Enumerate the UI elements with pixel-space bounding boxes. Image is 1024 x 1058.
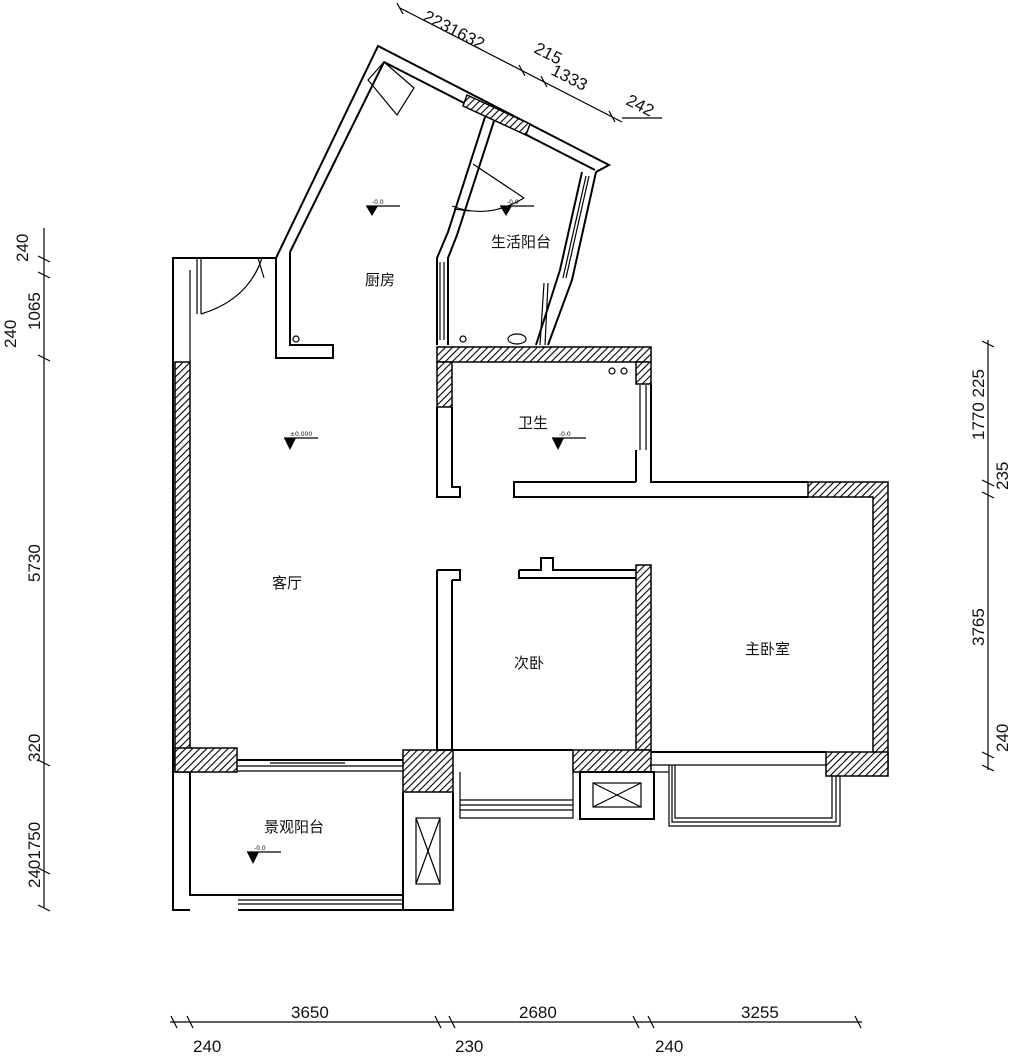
- ac-unit-box: [592, 782, 642, 808]
- dimension-chain-right: 1770 225 235 3765 240: [969, 340, 1012, 772]
- dim-right-2: 235: [993, 462, 1012, 490]
- level-mark-living-room: ±0.000: [284, 431, 318, 450]
- svg-text:±0.000: ±0.000: [290, 431, 312, 438]
- dim-bottom-6: 240: [655, 1037, 683, 1056]
- room-label-view-balcony: 景观阳台: [264, 818, 324, 836]
- room-label-bathroom: 卫生: [518, 414, 548, 432]
- fridge-box: [367, 61, 415, 117]
- kitchen-door-swing: [451, 197, 525, 212]
- dimension-chain-bottom: 3650 2680 3255 240 230 240: [170, 1003, 862, 1056]
- room-labels: 厨房 生活阳台 卫生 客厅 次卧 主卧室 景观阳台: [264, 233, 790, 836]
- dim-bottom-5: 230: [455, 1037, 483, 1056]
- entry-door-swing: [200, 257, 263, 315]
- level-markers: -0.0 -0.0 ±0.000 -0.0 -0.0: [247, 199, 586, 864]
- dim-right-1: 1770 225: [969, 369, 988, 440]
- dim-left-3: 240: [1, 320, 20, 348]
- svg-text:-0.0: -0.0: [254, 845, 266, 852]
- dimension-chain-top: 2231632 215 1333 242: [396, 2, 662, 123]
- dim-left-4: 5730: [25, 544, 44, 582]
- level-mark-bathroom: -0.0: [552, 431, 586, 450]
- dim-top-1: 2231632: [420, 7, 488, 54]
- svg-text:-0.0: -0.0: [559, 431, 571, 438]
- dim-bottom-4: 240: [193, 1037, 221, 1056]
- dim-bottom-1: 3650: [291, 1003, 329, 1022]
- svg-text:-0.0: -0.0: [507, 199, 519, 206]
- dimension-chain-left: 240 1065 240 5730 320 2401750: [1, 228, 51, 912]
- level-mark-view-balcony: -0.0: [247, 845, 281, 864]
- dim-bottom-3: 3255: [741, 1003, 779, 1022]
- dim-left-1: 240: [13, 234, 32, 262]
- dim-right-4: 240: [993, 724, 1012, 752]
- main-walls: [172, 257, 889, 911]
- kitchen-wing-walls: [275, 44, 612, 359]
- room-label-utility-balcony: 生活阳台: [491, 233, 551, 251]
- level-mark-kitchen: -0.0: [366, 199, 400, 216]
- dim-top-3: 1333: [548, 61, 590, 95]
- dim-top-4: 242: [623, 91, 657, 121]
- room-label-master-bedroom: 主卧室: [745, 640, 790, 658]
- dim-left-5: 320: [25, 734, 44, 762]
- room-label-kitchen: 厨房: [365, 271, 395, 289]
- master-right-wall-hatch: [807, 481, 889, 769]
- kitchen-window-hatch: [462, 93, 531, 137]
- svg-text:-0.0: -0.0: [372, 199, 384, 206]
- dim-left-6: 2401750: [25, 822, 44, 888]
- dim-bottom-2: 2680: [519, 1003, 557, 1022]
- level-mark-utility-balcony: -0.0: [500, 199, 534, 216]
- room-label-second-bedroom: 次卧: [514, 654, 544, 672]
- balcony-cabinet-box: [415, 817, 441, 885]
- bathroom-top-hatch: [436, 346, 652, 363]
- room-label-living-room: 客厅: [272, 574, 302, 592]
- dim-right-3: 3765: [969, 608, 988, 646]
- dim-left-2: 1065: [25, 292, 44, 330]
- living-left-wall-hatch: [174, 361, 191, 773]
- second-bedroom-right-hatch: [635, 564, 652, 751]
